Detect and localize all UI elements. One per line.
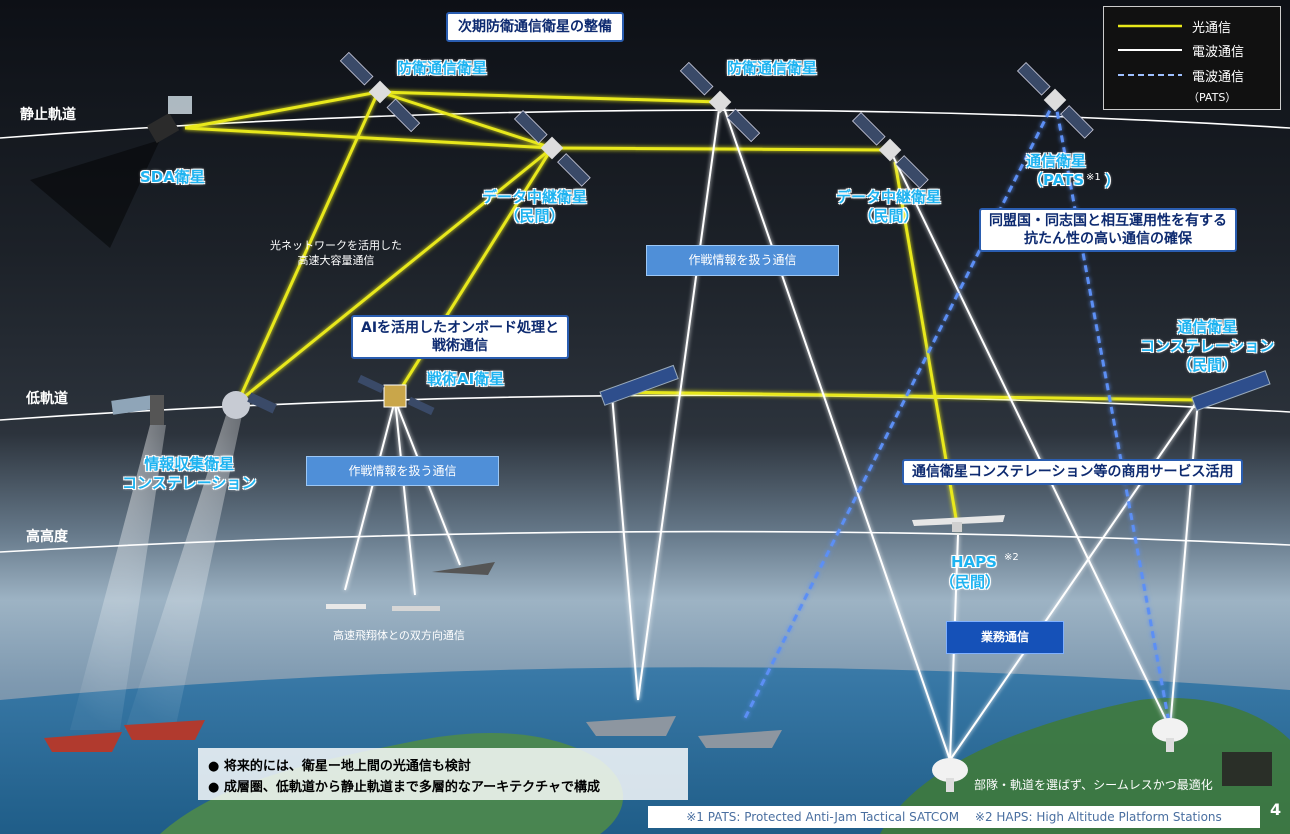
missile-1 — [326, 604, 366, 609]
page-title: 次期防衛通信衛星の整備 — [446, 12, 624, 42]
relay-satellite-1 — [513, 109, 591, 187]
notes-box: ● 将来的には、衛星ー地上間の光通信も検討 ● 成層圏、低軌道から静止軌道まで多… — [198, 748, 688, 800]
legend: 光通信 電波通信 電波通信 （PATS） — [1103, 6, 1281, 110]
ground-station-1 — [932, 758, 968, 792]
ship-2 — [124, 720, 205, 740]
sda-satellite — [146, 96, 192, 144]
legend-swatches — [1118, 24, 1182, 76]
ship-4 — [698, 730, 782, 748]
pats-links — [743, 99, 1172, 729]
defense-satellite-1 — [339, 51, 421, 133]
comm-constellation-sat-2 — [1191, 370, 1271, 412]
ops-comm-box-2: 作戦情報を扱う通信 — [306, 456, 499, 486]
isr-constellation-label: 情報収集衛星 コンステレーション — [122, 455, 257, 492]
ship-1 — [44, 732, 122, 752]
tactical-ai-satellite-label: 戦術AI衛星 — [427, 370, 505, 388]
isr-satellite — [111, 395, 164, 425]
comm-constellation-label: 通信衛星 コンステレーション （民間） — [1140, 318, 1275, 374]
geo-orbit-label: 静止軌道 — [20, 107, 76, 123]
geo-orbit-arc — [0, 109, 1290, 139]
defense-satellite-2 — [679, 61, 761, 143]
defense-satellite-1-label: 防衛通信衛星 — [397, 59, 488, 77]
sda-cone — [30, 140, 160, 248]
ship-3 — [586, 716, 676, 736]
note-2: ● 成層圏、低軌道から静止軌道まで多層的なアーキテクチャで構成 — [208, 780, 600, 795]
note-1: ● 将来的には、衛星ー地上間の光通信も検討 — [208, 759, 471, 774]
haps-note-mark: ※2 — [1004, 552, 1019, 563]
legend-optical: 光通信 — [1192, 21, 1232, 36]
relay-satellite-2-label: データ中継衛星 （民間） — [836, 188, 942, 225]
missile-2 — [392, 606, 440, 611]
relay-leo-satellite — [222, 391, 277, 419]
pats-satellite — [1016, 61, 1094, 139]
business-comm-box: 業務通信 — [946, 621, 1064, 654]
pats-note-mark: ※1 — [1086, 172, 1101, 183]
pats-label-close: ） — [1105, 172, 1121, 190]
optical-network-label: 光ネットワークを活用した 高速大容量通信 — [270, 239, 402, 267]
legend-pats-sub: （PATS） — [1188, 91, 1237, 104]
ops-comm-box-1: 作戦情報を扱う通信 — [646, 245, 839, 276]
pats-satellite-label: 通信衛星 （PATS — [1026, 152, 1087, 189]
seamless-label: 部隊・軌道を選ばず、シームレスかつ最適化 — [974, 778, 1213, 792]
defense-satellite-2-label: 防衛通信衛星 — [727, 59, 818, 77]
leo-orbit-arc — [0, 394, 1290, 421]
haps-sub-label: （民間） — [940, 573, 1001, 591]
footnote: ※1 PATS: Protected Anti-Jam Tactical SAT… — [648, 806, 1260, 828]
commercial-service-callout: 通信衛星コンステレーション等の商用サービス活用 — [902, 459, 1244, 485]
legend-radio: 電波通信 — [1192, 45, 1245, 60]
leo-orbit-label: 低軌道 — [26, 391, 68, 407]
relay-satellite-1-label: データ中継衛星 （民間） — [482, 188, 588, 225]
isr-beam-1 — [70, 425, 166, 730]
launcher-vehicle — [1222, 752, 1272, 786]
high-orbit-label: 高高度 — [26, 529, 68, 545]
haps-label: HAPS — [951, 553, 997, 571]
tactical-ai-satellite — [357, 374, 435, 416]
ground-station-2 — [1152, 718, 1188, 752]
interoperability-callout: 同盟国・同志国と相互運用性を有する 抗たん性の高い通信の確保 — [979, 208, 1237, 252]
radio-links — [344, 101, 1199, 761]
ai-processing-callout: AIを活用したオンボード処理と 戦術通信 — [351, 315, 570, 359]
page-number: 4 — [1270, 800, 1282, 819]
isr-beam-2 — [125, 415, 242, 730]
legend-radio-pats: 電波通信 — [1192, 70, 1245, 85]
missile-comm-label: 高速飛翔体との双方向通信 — [333, 629, 465, 642]
haps-aircraft — [912, 515, 1005, 532]
fighter-jet — [432, 562, 495, 575]
sda-satellite-label: SDA衛星 — [140, 168, 205, 186]
comm-constellation-sat-1 — [599, 364, 679, 406]
